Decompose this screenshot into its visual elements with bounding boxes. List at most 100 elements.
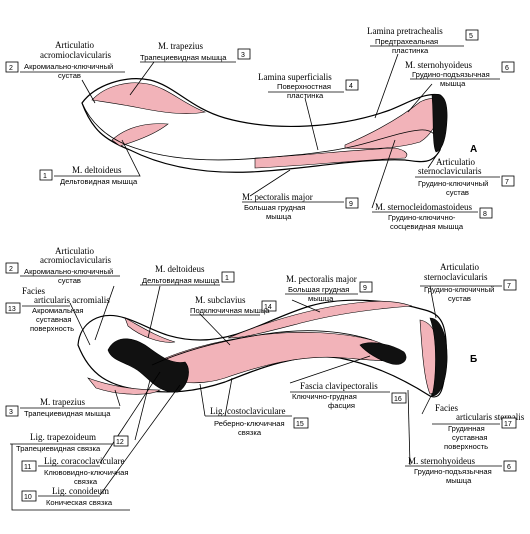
svg-text:Facies: Facies: [435, 403, 458, 413]
svg-text:Articulatio: Articulatio: [55, 40, 94, 50]
svg-text:суставная: суставная: [452, 433, 487, 442]
svg-text:M. sternocleidomastoideus: M. sternocleidomastoideus: [375, 202, 472, 212]
svg-text:Клювовидно-ключичная: Клювовидно-ключичная: [44, 468, 128, 477]
svg-text:Реберно-ключичная: Реберно-ключичная: [214, 419, 285, 428]
pectoralis-attachment-bottom: [227, 300, 413, 339]
svg-text:сосцевидная мышца: сосцевидная мышца: [390, 222, 464, 231]
svg-text:Lig. costoclaviculare: Lig. costoclaviculare: [210, 406, 285, 416]
top-label-7: Articulatio sternoclavicularis Грудино-к…: [415, 157, 515, 197]
svg-text:3: 3: [9, 409, 13, 416]
svg-text:17: 17: [504, 421, 512, 428]
svg-text:5: 5: [469, 33, 473, 40]
svg-text:M. trapezius: M. trapezius: [40, 397, 85, 407]
svg-text:мышца: мышца: [308, 294, 334, 303]
svg-text:Грудино-ключичный: Грудино-ключичный: [418, 179, 488, 188]
trapezius-attachment-bottom: [87, 377, 162, 395]
trapezoid-conoid-ligaments: [107, 338, 189, 393]
top-label-3: M. trapezius 3 Трапециевидная мышца: [140, 41, 251, 63]
svg-text:Акромиально-ключичный: Акромиально-ключичный: [24, 267, 113, 276]
svg-text:3: 3: [241, 52, 245, 59]
svg-text:Трапециевидная мышца: Трапециевидная мышца: [24, 409, 111, 418]
top-label-8: M. sternocleidomastoideus 8 Грудино-ключ…: [372, 202, 493, 231]
svg-text:M. sternohyoideus: M. sternohyoideus: [408, 456, 475, 466]
svg-text:Большая грудная: Большая грудная: [244, 203, 305, 212]
svg-text:Трапециевидная мышца: Трапециевидная мышца: [140, 53, 227, 62]
deltoid-attachment-bottom: [124, 317, 176, 343]
svg-text:acromioclavicularis: acromioclavicularis: [40, 50, 111, 60]
bottom-label-6: M. sternohyoideus 6 Грудино-подъязычная …: [405, 456, 517, 485]
svg-text:12: 12: [116, 439, 124, 446]
clavicle-inferior-view: [77, 299, 448, 398]
svg-text:10: 10: [24, 494, 32, 501]
pectoralis-attachment-top: [254, 147, 408, 169]
sternal-articular-surface: [429, 317, 448, 397]
bottom-label-13: 13 Facies articularis acromialis Акромиа…: [5, 286, 110, 333]
top-label-5: Lamina pretrachealis 5 Предтрахеальная п…: [367, 26, 479, 55]
svg-text:Грудино-подъязычная: Грудино-подъязычная: [414, 467, 492, 476]
svg-text:фасция: фасция: [328, 401, 355, 410]
svg-text:Трапециевидная связка: Трапециевидная связка: [16, 444, 101, 453]
top-label-4: Lamina superficialis 4 Поверхностная пла…: [258, 72, 359, 100]
svg-text:Facies: Facies: [22, 286, 45, 296]
svg-text:суставная: суставная: [36, 315, 71, 324]
bottom-label-11: 11 Lig. coracoclaviculare Клювовидно-клю…: [21, 456, 128, 486]
svg-text:мышца: мышца: [266, 212, 292, 221]
svg-text:1: 1: [43, 173, 47, 180]
svg-text:Lig. conoideum: Lig. conoideum: [52, 486, 109, 496]
svg-text:6: 6: [505, 65, 509, 72]
svg-text:сустав: сустав: [446, 188, 469, 197]
svg-text:14: 14: [264, 304, 272, 311]
clavipectoral-fascia-line: [151, 330, 373, 366]
svg-text:Lamina superficialis: Lamina superficialis: [258, 72, 332, 82]
svg-text:Поверхностная: Поверхностная: [277, 82, 331, 91]
svg-text:связка: связка: [74, 477, 98, 486]
top-leader-lines: [81, 53, 441, 209]
svg-text:пластинка: пластинка: [287, 91, 324, 100]
bottom-label-14: M. subclavius 14 Подключичная мышца: [190, 295, 277, 316]
svg-text:Articulatio: Articulatio: [440, 262, 479, 272]
svg-text:9: 9: [363, 285, 367, 292]
svg-text:1: 1: [225, 275, 229, 282]
bottom-leader-lines: [69, 285, 437, 496]
svg-text:сустав: сустав: [58, 71, 81, 80]
trapezius-attachment-top: [91, 82, 207, 114]
svg-text:Большая грудная: Большая грудная: [288, 285, 349, 294]
clavicle-superior-view: [81, 78, 448, 173]
svg-text:связка: связка: [238, 428, 262, 437]
costoclavicular-ligament: [359, 342, 407, 365]
top-label-9: M. pectoralis major 9 Большая грудная мы…: [242, 192, 359, 221]
svg-text:Lig. coracoclaviculare: Lig. coracoclaviculare: [44, 456, 124, 466]
svg-text:мышца: мышца: [446, 476, 472, 485]
panel-label-bottom: Б: [470, 354, 477, 365]
bottom-label-16: Lig. costoclaviculare 15 Реберно-ключичн…: [205, 406, 309, 437]
svg-text:Fascia clavipectoralis: Fascia clavipectoralis: [300, 381, 378, 391]
svg-text:Акромиальная: Акромиальная: [32, 306, 83, 315]
svg-text:мышца: мышца: [440, 79, 466, 88]
svg-text:Lig. trapezoideum: Lig. trapezoideum: [30, 432, 96, 442]
svg-text:Ключично-грудная: Ключично-грудная: [292, 392, 357, 401]
svg-text:7: 7: [505, 179, 509, 186]
svg-text:пластинка: пластинка: [392, 46, 429, 55]
svg-text:сустав: сустав: [448, 294, 471, 303]
svg-text:сустав: сустав: [58, 276, 81, 285]
svg-text:11: 11: [24, 464, 31, 471]
svg-text:Предтрахеальная: Предтрахеальная: [375, 37, 438, 46]
bottom-label-2: 2 Articulatio acromioclavicularis Акроми…: [5, 246, 120, 285]
svg-text:поверхность: поверхность: [444, 442, 488, 451]
svg-text:8: 8: [483, 211, 487, 218]
svg-text:Коническая связка: Коническая связка: [46, 498, 113, 507]
bottom-label-3: 3 M. trapezius Трапециевидная мышца: [5, 397, 120, 418]
svg-text:M. pectoralis major: M. pectoralis major: [242, 192, 313, 202]
top-label-2: 2 Articulatio acromioclavicularis Акроми…: [5, 40, 125, 80]
top-label-6: M. sternohyoideus 6 Грудино-подъязычная …: [405, 60, 515, 88]
bottom-label-7: Articulatio sternoclavicularis Грудино-к…: [420, 262, 517, 303]
svg-text:2: 2: [9, 65, 13, 72]
svg-text:Articulatio: Articulatio: [436, 157, 475, 167]
svg-text:Дельтовидная мышца: Дельтовидная мышца: [142, 276, 220, 285]
svg-text:M. deltoideus: M. deltoideus: [72, 165, 122, 175]
svg-text:Lamina pretrachealis: Lamina pretrachealis: [367, 26, 443, 36]
svg-text:Грудино-ключичный: Грудино-ключичный: [424, 285, 494, 294]
svg-text:поверхность: поверхность: [30, 324, 74, 333]
bottom-label-15: Fascia clavipectoralis 16 Ключично-грудн…: [290, 381, 407, 410]
svg-text:Грудино-ключично-: Грудино-ключично-: [388, 213, 456, 222]
